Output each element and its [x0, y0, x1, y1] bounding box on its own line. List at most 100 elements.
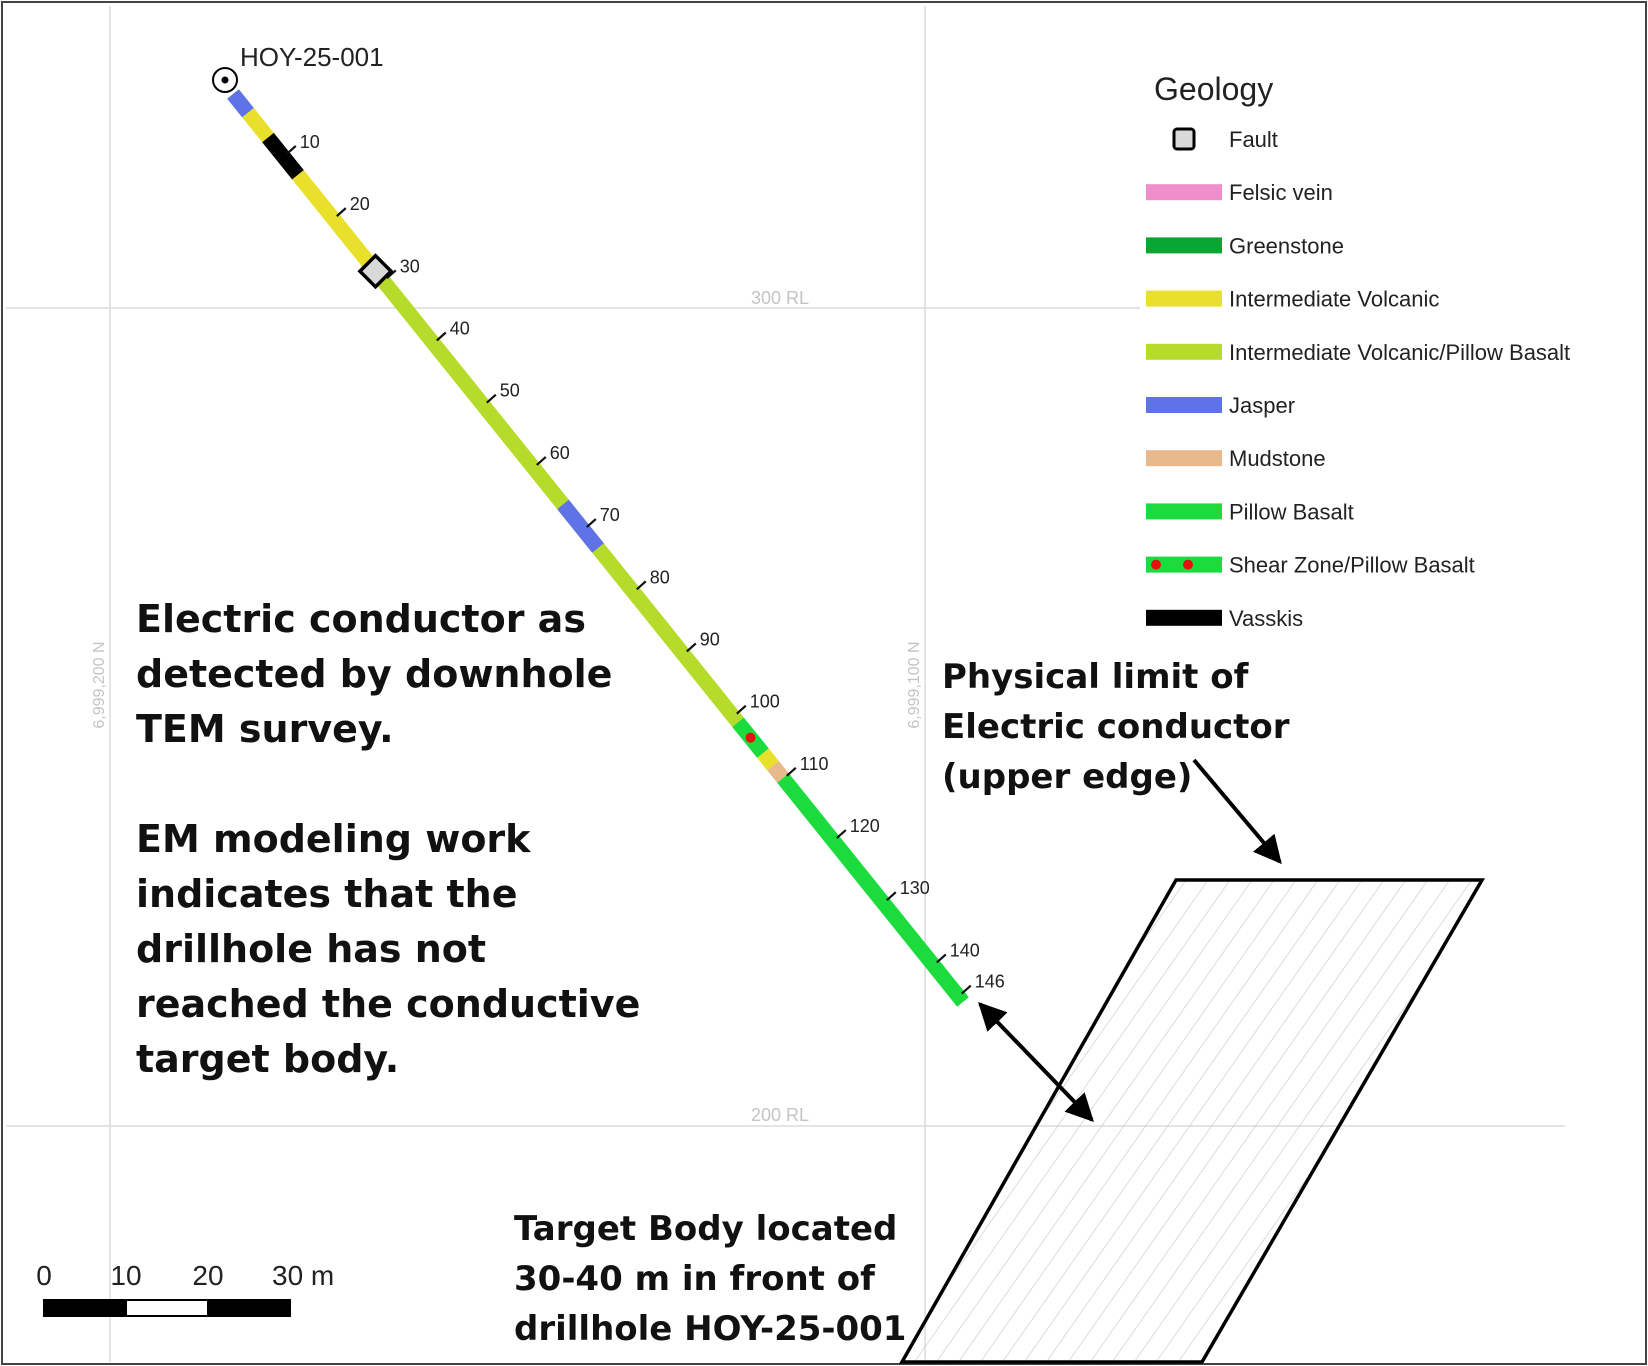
legend-swatch-pillow-basalt: [1146, 503, 1222, 520]
depth-110-label: 110: [800, 754, 829, 774]
shear-dot-0: [745, 732, 756, 743]
legend-shear-dot-0: [1151, 559, 1161, 570]
modeling-line-4: reached the conductive: [136, 982, 640, 1026]
legend-swatch-mudstone: [1146, 450, 1222, 467]
scale-bar: 0 10 20 30 m: [36, 1260, 334, 1317]
target-line-3: drillhole HOY-25-001: [514, 1309, 906, 1349]
legend-swatch-fault: [1172, 127, 1196, 151]
depth-60-tick: [536, 456, 547, 466]
scale-segment-2: [125, 1299, 209, 1317]
depth-end-tick: [961, 984, 972, 995]
modeling-line-5: target body.: [136, 1037, 399, 1081]
modeling-annotation: EM modeling work indicates that the dril…: [136, 817, 640, 1081]
target-body: [898, 878, 1486, 1364]
limit-annotation: Physical limit of Electric conductor (up…: [942, 657, 1290, 797]
depth-80-tick: [636, 580, 647, 591]
rl-label-200: 200 RL: [751, 1105, 809, 1125]
target-line-1: Target Body located: [514, 1209, 897, 1249]
conductor-line-1: Electric conductor as: [136, 597, 586, 641]
depth-120-tick: [836, 829, 847, 839]
fault-marker-shape: [357, 253, 394, 290]
drillhole-segment-8: [767, 760, 789, 783]
drillhole-segment-2: [262, 132, 304, 180]
drillhole-segment-4: [372, 269, 744, 727]
drillhole-segment-3: [292, 170, 384, 280]
legend-label-fault: Fault: [1229, 127, 1278, 152]
legend-title: Geology: [1154, 71, 1273, 107]
legend-label-mudstone: Mudstone: [1229, 446, 1326, 471]
upper-edge-arrow: [1192, 758, 1282, 865]
drillhole-segment-5: [557, 499, 604, 553]
depth-110-tick: [786, 767, 797, 777]
shear-dots: [745, 732, 756, 743]
limit-line-3: (upper edge): [942, 757, 1192, 797]
drillhole-segment-1: [242, 107, 274, 143]
modeling-line-1: EM modeling work: [136, 817, 531, 861]
conductor-annotation: Electric conductor as detected by downho…: [136, 597, 612, 751]
legend-swatch-intermediate-volcanic-pillow-basalt: [1146, 343, 1222, 360]
scale-segment-3: [207, 1299, 291, 1317]
legend-swatch-intermediate-volcanic: [1146, 290, 1222, 307]
target-annotation: Target Body located 30-40 m in front of …: [514, 1209, 906, 1349]
depth-20-tick: [336, 207, 347, 217]
northing-label-6999100: 6,999,100 N: [906, 641, 923, 728]
depth-100-label: 100: [750, 692, 780, 712]
collar-icon: [212, 67, 238, 93]
depth-140-tick: [936, 953, 947, 964]
legend-label-shear-zone-pillow-basalt: Shear Zone/Pillow Basalt: [1229, 553, 1475, 578]
depth-60-label: 60: [550, 443, 570, 463]
modeling-line-3: drillhole has not: [136, 927, 486, 971]
limit-line-1: Physical limit of: [942, 657, 1250, 697]
legend-label-intermediate-volcanic: Intermediate Volcanic: [1229, 287, 1439, 312]
legend-shear-dot-1: [1183, 559, 1193, 570]
depth-70-label: 70: [600, 505, 620, 525]
legend-swatch-felsic-vein: [1146, 184, 1222, 201]
legend-swatch-greenstone: [1146, 237, 1222, 254]
limit-line-2: Electric conductor: [942, 707, 1290, 747]
depth-70-tick: [586, 518, 597, 528]
scale-label-20: 20: [192, 1260, 223, 1291]
conductor-line-2: detected by downhole: [136, 652, 612, 696]
depth-40-tick: [436, 331, 447, 342]
depth-130-label: 130: [900, 878, 930, 898]
depth-40-label: 40: [450, 319, 470, 339]
legend-label-felsic-vein: Felsic vein: [1229, 180, 1333, 205]
depth-90-tick: [686, 642, 697, 653]
depth-20-label: 20: [350, 194, 370, 214]
depth-end-label: 146: [975, 972, 1005, 992]
depth-50-tick: [486, 393, 497, 404]
target-line-2: 30-40 m in front of: [514, 1259, 876, 1299]
modeling-line-2: indicates that the: [136, 872, 518, 916]
legend-swatch-vasskis: [1146, 609, 1222, 626]
depth-50-label: 50: [500, 381, 520, 401]
legend-label-greenstone: Greenstone: [1229, 233, 1344, 258]
drillhole-trace: [227, 89, 969, 1007]
scale-label-0: 0: [36, 1260, 52, 1291]
depth-90-label: 90: [700, 629, 720, 649]
depth-10-label: 10: [300, 132, 320, 152]
legend-label-intermediate-volcanic-pillow-basalt: Intermediate Volcanic/Pillow Basalt: [1229, 340, 1570, 365]
legend-label-jasper: Jasper: [1229, 393, 1295, 418]
fault-icon: [357, 253, 394, 290]
legend-label-pillow-basalt: Pillow Basalt: [1229, 499, 1354, 524]
rl-label-300: 300 RL: [751, 288, 809, 308]
scale-label-30m: 30 m: [272, 1260, 334, 1291]
depth-30-label: 30: [400, 256, 420, 276]
depth-80-label: 80: [650, 567, 670, 587]
legend-label-vasskis: Vasskis: [1229, 606, 1303, 631]
depth-10-tick: [286, 145, 297, 155]
drillhole-segment-9: [777, 773, 969, 1007]
distance-arrow: [978, 1001, 1094, 1123]
scale-segment-1: [43, 1299, 127, 1317]
depth-140-label: 140: [950, 940, 980, 960]
drillhole-segment-0: [227, 89, 254, 118]
drillhole-segment-7: [757, 748, 779, 771]
conductor-line-3: TEM survey.: [136, 707, 394, 751]
depth-30-tick: [386, 269, 397, 280]
depth-130-tick: [886, 891, 897, 902]
